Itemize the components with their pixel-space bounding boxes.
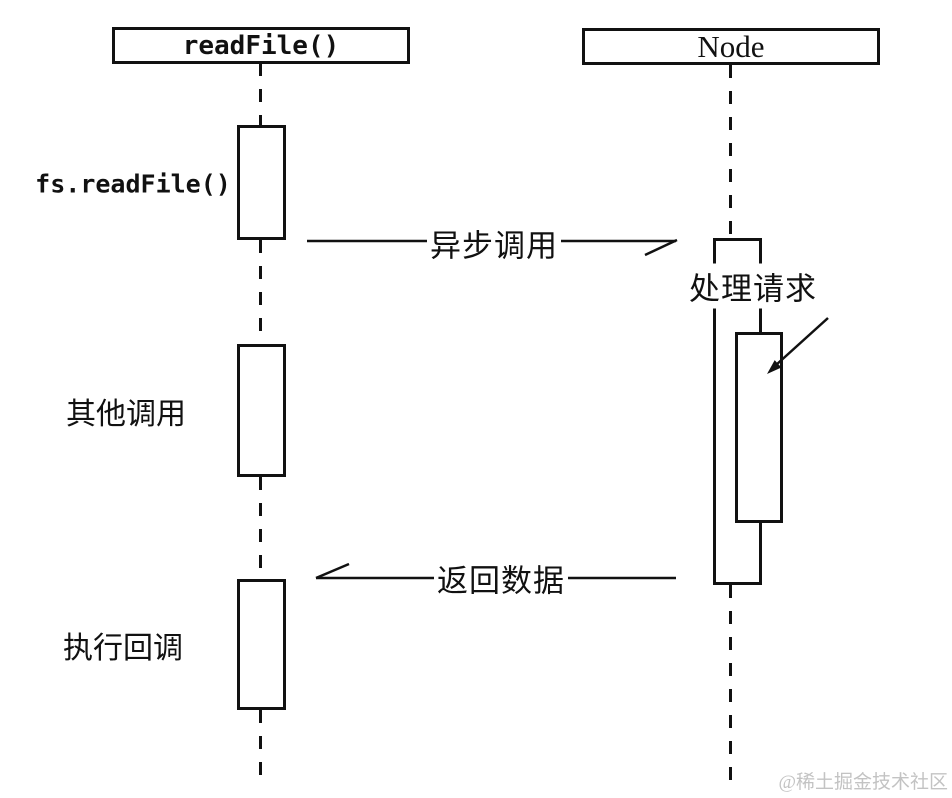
message-label-return-data: 返回数据 [434,555,568,601]
activation-box-other-calls [237,344,286,477]
participant-box-node: Node [582,28,880,65]
activation-box-exec-callback [237,579,286,710]
activation-box-fs-readfile [237,125,286,240]
lifeline-readfile-segment-2 [259,240,262,344]
message-label-handle-request: 处理请求 [686,263,820,309]
annotation-fs-readfile: fs.readFile() [35,169,231,199]
participant-box-readfile: readFile() [112,27,410,64]
lifeline-node-segment-1 [729,65,732,238]
annotation-other-calls: 其他调用 [66,398,186,431]
lifeline-readfile-segment-3 [259,477,262,579]
watermark-text: @稀土掘金技术社区 [778,772,949,793]
annotation-exec-callback: 执行回调 [63,632,183,665]
lifeline-readfile-segment-1 [259,63,262,125]
message-label-async-call: 异步调用 [427,220,561,266]
activation-box-node-inner [735,332,783,523]
participant-label-readfile: readFile() [182,30,340,61]
participant-label-node: Node [697,28,765,64]
lifeline-node-segment-2 [729,585,732,792]
lifeline-readfile-segment-4 [259,710,262,780]
